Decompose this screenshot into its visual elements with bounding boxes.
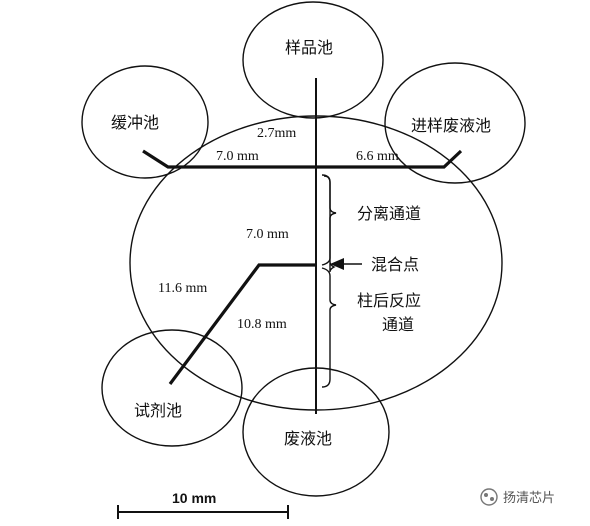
sample-reservoir-label: 样品池 (285, 38, 333, 57)
injection-channel (142, 149, 463, 169)
watermark-text: 扬清芯片 (503, 491, 555, 506)
mixing-point-arrowhead (330, 258, 344, 270)
dimension-2-7: 2.7mm (257, 126, 296, 141)
dimension-6-6: 6.6 mm (356, 149, 399, 164)
watermark-icon-dot (484, 493, 488, 497)
scale-bar-label: 10 mm (172, 490, 216, 506)
separation-brace (323, 175, 336, 273)
waste-reservoir-label: 废液池 (284, 429, 332, 448)
brace-lower (321, 267, 337, 388)
separation-channel-label: 分离通道 (357, 204, 421, 223)
reagent-reservoir-circle (101, 329, 243, 447)
watermark-icon-dot-2 (490, 497, 494, 501)
buffer-reservoir-label: 缓冲池 (111, 113, 159, 132)
post-column-label-line1: 柱后反应 (357, 291, 421, 310)
watermark: 扬清芯片 (480, 488, 555, 506)
dimension-11-6: 11.6 mm (158, 281, 207, 296)
dimension-7-0-top: 7.0 mm (216, 149, 259, 164)
post-column-label-line2: 通道 (382, 315, 414, 334)
reagent-reservoir-label: 试剂池 (134, 401, 182, 420)
sample-waste-reservoir-circle (384, 62, 526, 184)
buffer-reservoir-circle (81, 65, 209, 179)
brace-upper (321, 174, 337, 266)
mixing-point-label: 混合点 (371, 255, 419, 274)
sample-reservoir-circle (242, 1, 384, 119)
watermark-icon (480, 488, 498, 506)
reagent-channel (168, 263, 316, 385)
sample-waste-reservoir-label: 进样废液池 (411, 116, 491, 135)
dimension-10-8: 10.8 mm (237, 317, 287, 332)
dimension-7-0-mid: 7.0 mm (246, 227, 289, 242)
